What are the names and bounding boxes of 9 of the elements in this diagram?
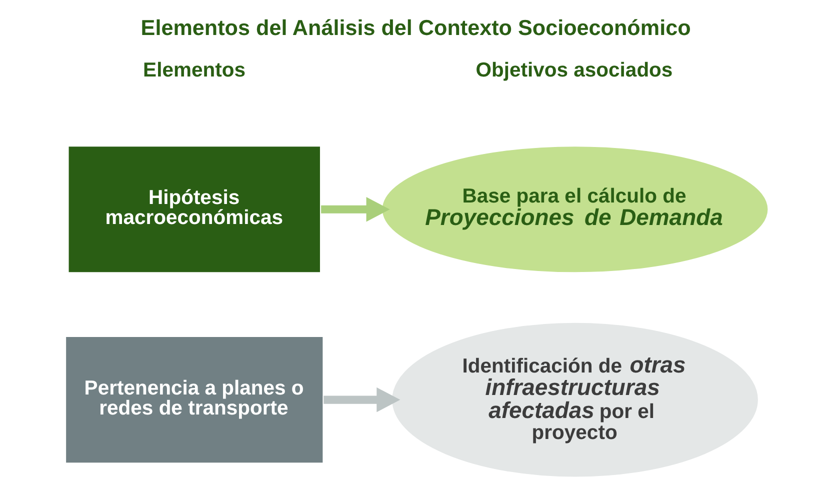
node-box: Hipótesis macroeconómicas	[67, 145, 322, 274]
diagram-title: Elementos del Análisis del Contexto Socioeconómico	[140, 14, 691, 40]
node-ellipse: Identificación de otras infraestructuras afectadas por el proyecto	[390, 321, 760, 478]
node-ellipse: Base para el cálculo de Proyecciones de Demanda	[381, 145, 770, 274]
label: Objetivos asociados	[476, 59, 673, 82]
arrow	[324, 387, 400, 412]
node-box: Pertenencia a planes o redes de transporte	[64, 336, 324, 464]
label: Elementos	[143, 59, 246, 82]
arrow	[321, 197, 390, 222]
